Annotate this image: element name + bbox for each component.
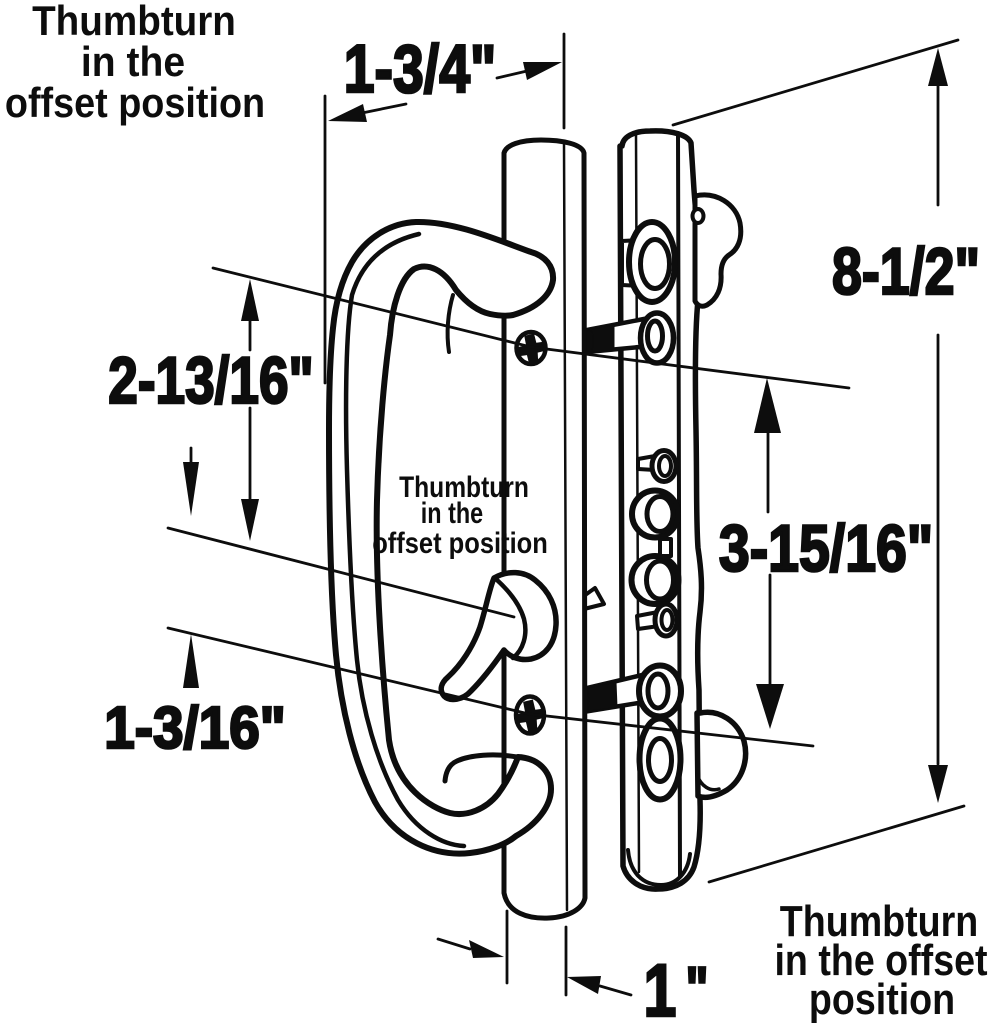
svg-text:in the offset: in the offset xyxy=(774,935,987,984)
svg-text:in the: in the xyxy=(81,38,185,86)
svg-text:Thumbturn: Thumbturn xyxy=(399,470,529,504)
svg-text:Thumbturn: Thumbturn xyxy=(780,896,978,945)
svg-text:Thumbturn: Thumbturn xyxy=(32,0,236,44)
svg-text:1: 1 xyxy=(644,950,677,1024)
svg-text:in the: in the xyxy=(421,496,483,529)
svg-text:1-3/4": 1-3/4" xyxy=(344,32,497,108)
svg-text:3-15/16": 3-15/16" xyxy=(719,511,933,585)
svg-text:offset position: offset position xyxy=(5,80,265,126)
svg-text:1-3/16": 1-3/16" xyxy=(104,695,286,761)
svg-text:offset position: offset position xyxy=(372,526,548,559)
svg-text:": " xyxy=(686,955,709,1022)
svg-text:2-13/16": 2-13/16" xyxy=(108,344,313,418)
svg-text:8-1/2": 8-1/2" xyxy=(832,235,980,308)
svg-text:position: position xyxy=(809,974,955,1023)
